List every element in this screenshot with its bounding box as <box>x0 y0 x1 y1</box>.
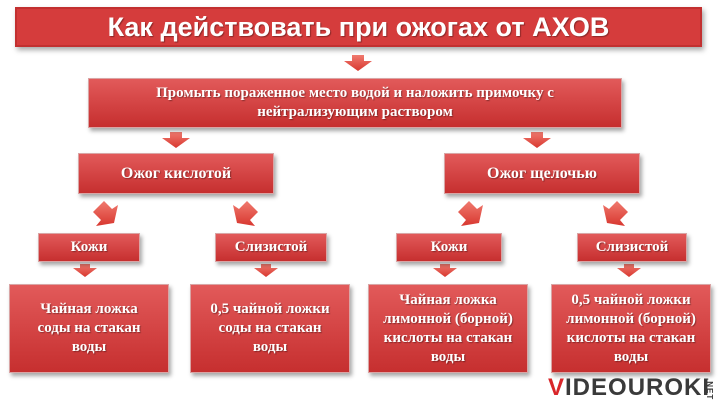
recommendation-line: лимонной (борной) <box>383 310 513 327</box>
alkali-mucosa-recommendation: 0,5 чайной ложки лимонной (борной) кисло… <box>551 284 711 373</box>
arrow-down-right-icon <box>603 201 628 226</box>
logo-letter-v: V <box>548 374 566 401</box>
page-title: Как действовать при ожогах от АХОВ <box>15 7 702 47</box>
alkali-skin-recommendation: Чайная ложка лимонной (борной) кислоты н… <box>368 284 528 373</box>
acid-burn-box: Ожог кислотой <box>78 153 274 194</box>
recommendation-line: воды <box>252 339 288 355</box>
first-step-box: Промыть пораженное место водой и наложит… <box>88 78 622 128</box>
alkali-mucosa-box: Слизистой <box>577 233 687 262</box>
acid-mucosa-recommendation: 0,5 чайной ложки соды на стакан воды <box>190 284 350 373</box>
acid-skin-box: Кожи <box>38 233 140 262</box>
recommendation-line: Чайная ложка <box>399 291 497 308</box>
arrow-down-icon <box>617 264 641 277</box>
videouroki-logo: VIDEOUROKI .NET <box>548 374 718 404</box>
arrow-down-icon <box>523 132 551 148</box>
arrow-down-left-icon <box>93 201 118 226</box>
acid-skin-recommendation: Чайная ложка соды на стакан воды <box>9 284 169 373</box>
recommendation-line: 0,5 чайной ложки <box>571 291 691 308</box>
arrow-down-icon <box>73 264 97 277</box>
arrow-down-left-icon <box>458 201 483 226</box>
arrow-down-icon <box>254 264 278 277</box>
logo-text: IDEOUROKI <box>565 374 711 401</box>
recommendation-line: воды <box>613 348 649 365</box>
logo-suffix: .NET <box>705 378 714 401</box>
arrow-down-right-icon <box>233 201 258 226</box>
recommendation-line: кислоты на стакан <box>566 329 696 346</box>
arrow-down-icon <box>433 264 457 277</box>
arrow-down-icon <box>162 132 190 148</box>
arrow-down-icon <box>344 55 372 71</box>
acid-mucosa-box: Слизистой <box>215 233 327 262</box>
recommendation-line: соды на стакан <box>37 320 141 336</box>
recommendation-line: воды <box>430 348 466 365</box>
recommendation-line: кислоты на стакан <box>383 329 513 346</box>
recommendation-line: Чайная ложка <box>40 301 138 317</box>
alkali-burn-box: Ожог щелочью <box>444 153 640 194</box>
recommendation-line: соды на стакан <box>218 320 322 336</box>
recommendation-line: лимонной (борной) <box>566 310 696 327</box>
recommendation-line: воды <box>71 339 107 355</box>
alkali-skin-box: Кожи <box>396 233 502 262</box>
recommendation-line: 0,5 чайной ложки <box>210 301 330 317</box>
